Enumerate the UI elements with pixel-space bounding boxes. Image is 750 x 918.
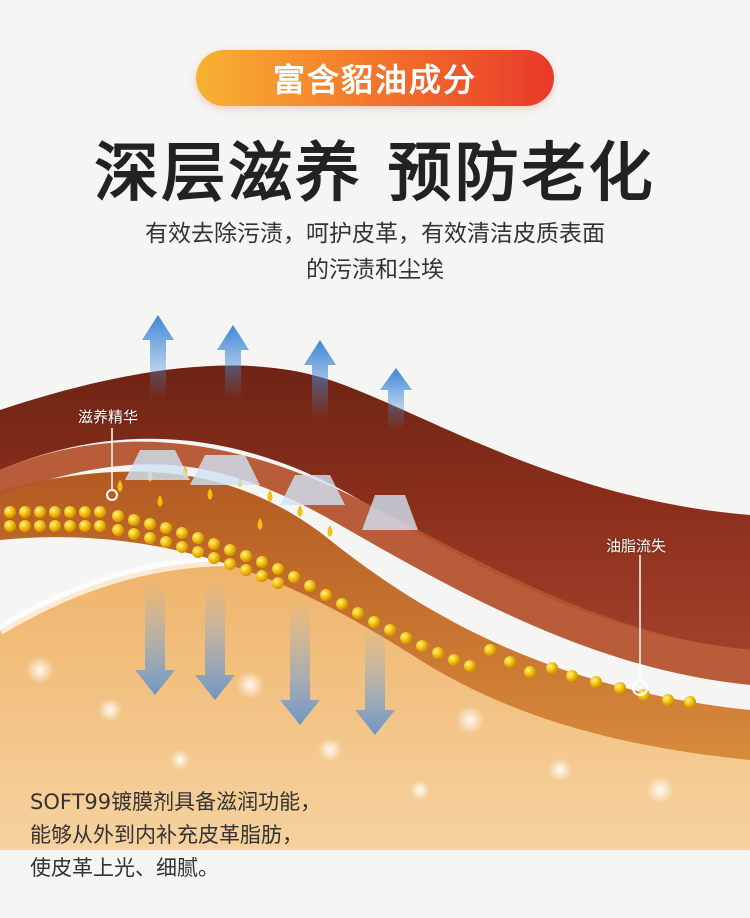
leather-top-layer-lower xyxy=(0,441,750,685)
essence-label: 滋养精华 xyxy=(78,408,139,426)
subtitle-line-1: 有效去除污渍，呵护皮革，有效清洁皮质表面 xyxy=(145,221,605,247)
leather-middle-layer xyxy=(0,471,750,760)
sparkles xyxy=(26,656,674,804)
ingredient-badge: 富含貂油成分 xyxy=(196,50,554,106)
description: SOFT99镀膜剂具备滋润功能， 能够从外到内补充皮革脂肪， 使皮革上光、细腻。 xyxy=(30,786,321,885)
description-line-3: 使皮革上光、细腻。 xyxy=(30,856,219,880)
oil-beads xyxy=(4,506,696,708)
leather-layers-illustration xyxy=(0,315,750,850)
description-line-2: 能够从外到内补充皮革脂肪， xyxy=(30,823,303,847)
oil-loss-callout-dot xyxy=(632,680,648,696)
arrow-up-icon xyxy=(142,315,412,430)
subtitle-line-2: 的污渍和尘埃 xyxy=(306,257,444,283)
oil-loss-label: 油脂流失 xyxy=(606,537,667,555)
subtitle: 有效去除污渍，呵护皮革，有效清洁皮质表面 的污渍和尘埃 xyxy=(95,216,655,288)
page-title: 深层滋养 预防老化 xyxy=(94,137,656,211)
badge-text: 富含貂油成分 xyxy=(272,61,477,99)
description-line-1: SOFT99镀膜剂具备滋润功能， xyxy=(30,790,322,814)
arrow-down-icon xyxy=(135,580,395,735)
mist-cones xyxy=(125,450,418,530)
essence-callout-dot xyxy=(106,489,118,501)
